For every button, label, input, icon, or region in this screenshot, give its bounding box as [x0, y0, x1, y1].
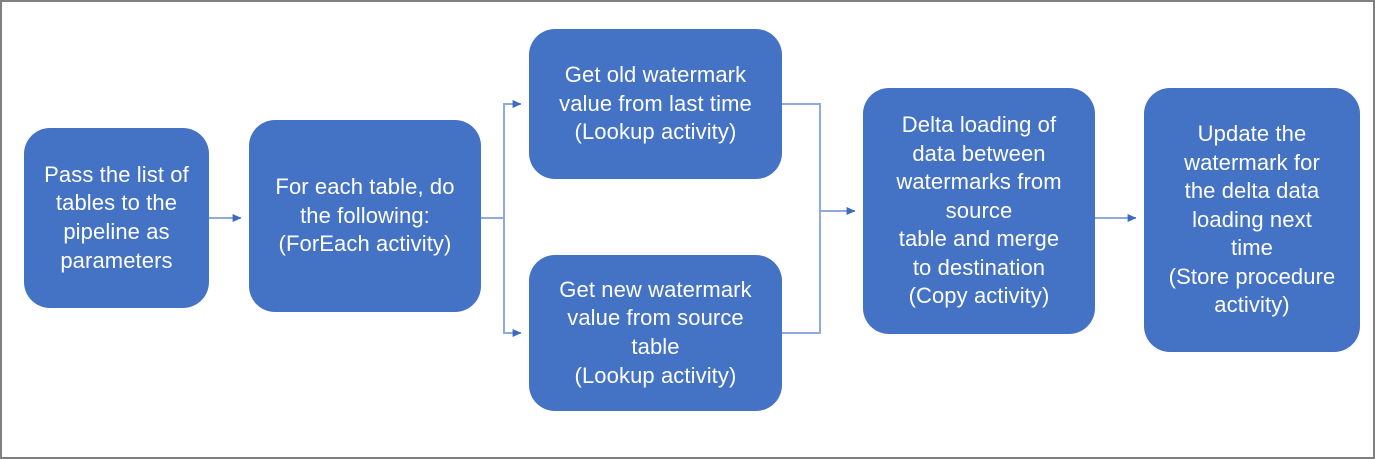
flow-node-foreach-table[interactable]: For each table, do the following: (ForEa… [249, 120, 481, 312]
connector-node2-to-node3 [481, 100, 522, 219]
flow-node-get-old-watermark[interactable]: Get old watermark value from last time (… [529, 29, 782, 179]
connector-node4-to-node5 [782, 211, 821, 334]
flow-node-delta-loading-copy[interactable]: Delta loading of data between watermarks… [863, 88, 1095, 334]
connector-node3-to-node5 [782, 103, 821, 211]
flow-node-get-new-watermark[interactable]: Get new watermark value from source tabl… [529, 255, 782, 411]
flow-node-update-watermark[interactable]: Update the watermark for the delta data … [1144, 88, 1360, 352]
flow-node-pass-table-list[interactable]: Pass the list of tables to the pipeline … [24, 128, 209, 308]
connector-node2-to-node4 [503, 218, 522, 337]
